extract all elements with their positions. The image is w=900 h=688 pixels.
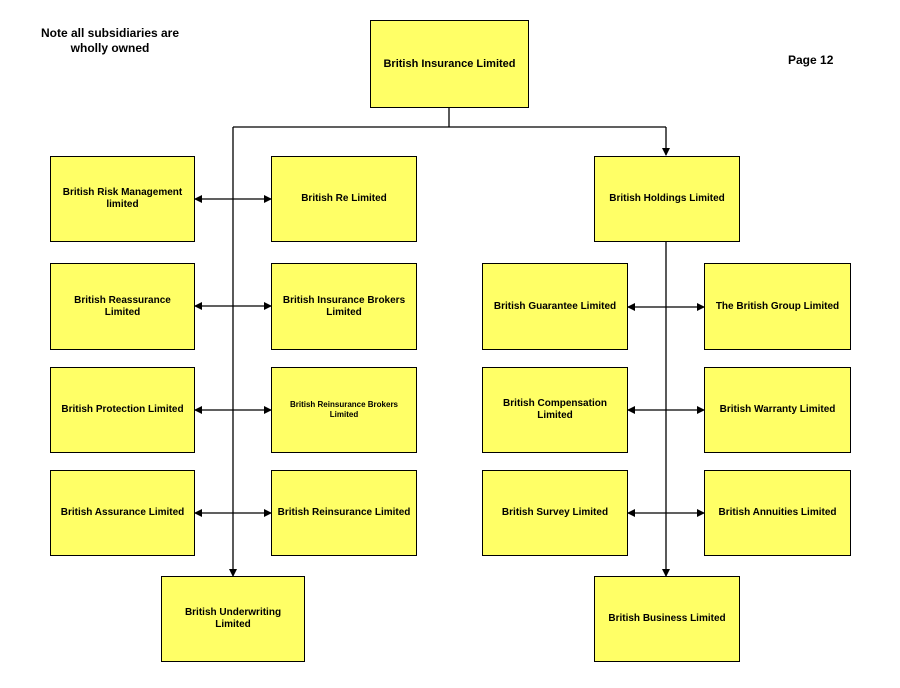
entity-the-british-group: The British Group Limited <box>704 263 851 350</box>
page-number: Page 12 <box>788 53 834 67</box>
entity-british-assurance: British Assurance Limited <box>50 470 195 556</box>
entity-british-risk-management: British Risk Management limited <box>50 156 195 242</box>
entity-british-re: British Re Limited <box>271 156 417 242</box>
entity-british-underwriting: British Underwriting Limited <box>161 576 305 662</box>
entity-british-insurance-brokers: British Insurance Brokers Limited <box>271 263 417 350</box>
entity-british-holdings: British Holdings Limited <box>594 156 740 242</box>
entity-british-warranty: British Warranty Limited <box>704 367 851 453</box>
entity-british-reinsurance-brokers: British Reinsurance Brokers Limited <box>271 367 417 453</box>
entity-british-reinsurance: British Reinsurance Limited <box>271 470 417 556</box>
entity-british-survey: British Survey Limited <box>482 470 628 556</box>
entity-british-business: British Business Limited <box>594 576 740 662</box>
entity-british-annuities: British Annuities Limited <box>704 470 851 556</box>
entity-british-insurance-limited: British Insurance Limited <box>370 20 529 108</box>
entity-british-guarantee: British Guarantee Limited <box>482 263 628 350</box>
entity-british-compensation: British Compensation Limited <box>482 367 628 453</box>
entity-british-reassurance: British Reassurance Limited <box>50 263 195 350</box>
ownership-note: Note all subsidiaries are wholly owned <box>40 26 180 55</box>
entity-british-protection: British Protection Limited <box>50 367 195 453</box>
